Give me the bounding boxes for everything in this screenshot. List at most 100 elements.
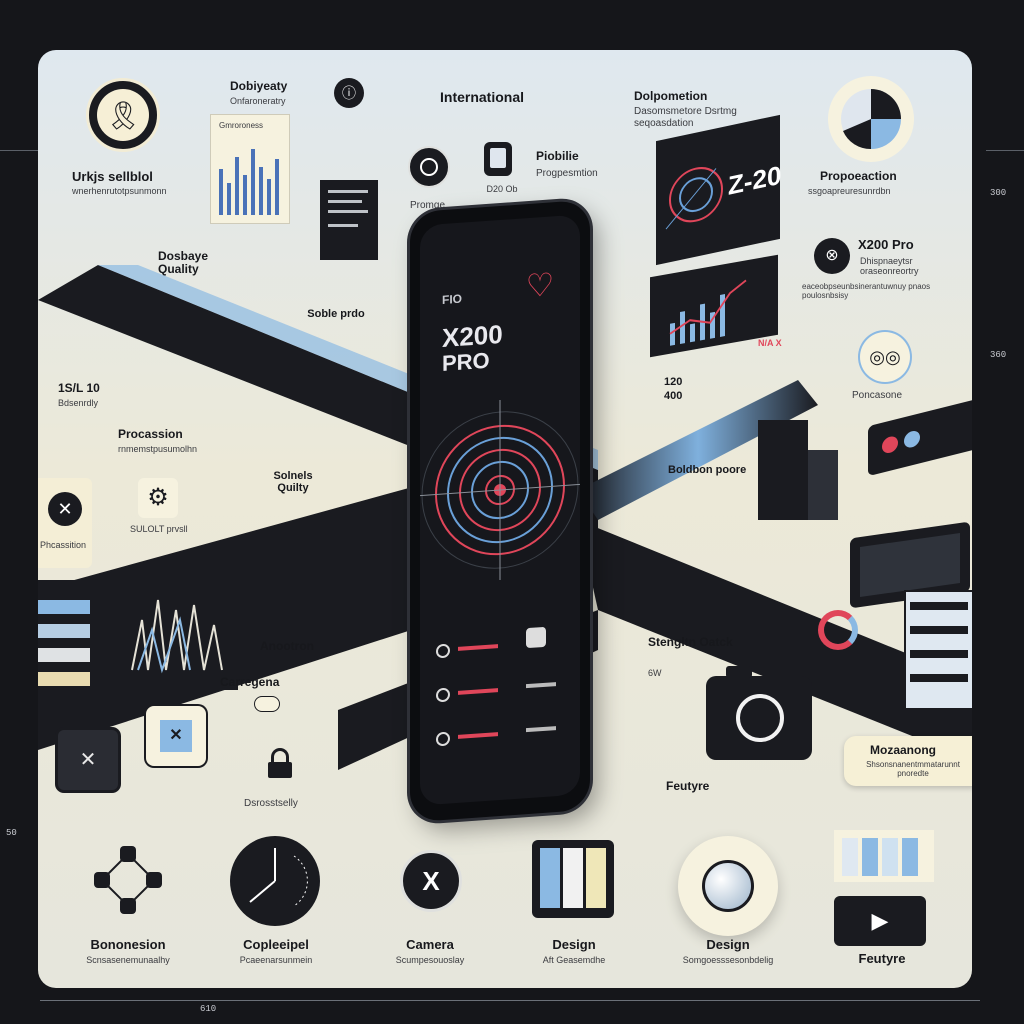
lock-label: Dsrosstselly (244, 798, 298, 809)
right-top-subtitle: Dasomsmetore Dsrtmg seqoasdation (634, 106, 737, 129)
app-tile-icon[interactable]: ✕ (146, 706, 206, 766)
promo-chart-screen (650, 254, 778, 358)
stang-title: Stengltn Oatck (648, 635, 733, 649)
side-label: 300 (990, 188, 1007, 198)
x-mark-icon: ✕ (48, 492, 82, 526)
ribbon-badge-icon: 🎗 (86, 78, 160, 152)
side-label: 50 (6, 828, 17, 838)
dark-info-card (320, 180, 378, 260)
bottom-card-subtitle: Aft Geasemdhe (542, 955, 606, 966)
gear-icon[interactable]: ⚙ (138, 478, 178, 518)
stacked-device (38, 580, 110, 720)
pie-chart-icon (828, 76, 914, 162)
x200-logo-icon[interactable]: ⊗ (814, 238, 850, 274)
camera-icon[interactable] (706, 666, 812, 760)
bold-title: Boldbon poore (668, 464, 747, 476)
phone-model: X200 (442, 318, 503, 354)
phone-icon-label: D20 Ob (486, 184, 518, 194)
x200-description: eaceobpseunbsinerantuwnuy pnaos poulosnb… (802, 282, 931, 301)
bottom-card-title: Design (552, 937, 596, 952)
badge-title: Mozaanong (870, 743, 936, 757)
phone-model: PRO (442, 347, 490, 377)
top-center-subtitle: Progpesmtion (536, 168, 598, 179)
bar-chart-card: Gmroroness (210, 114, 290, 224)
right-top-title: Dolpometion (634, 89, 708, 103)
spec-subtitle: Bdsenrdly (58, 398, 99, 408)
bottom-card: Feutyre (812, 951, 952, 966)
bottom-card-title: Feutyre (858, 951, 906, 966)
feature-tile[interactable]: ✕ Phcassition (38, 478, 92, 568)
heart-icon: ♡ (525, 266, 555, 305)
bottom-card-subtitle: Scnsasenemunaalhy (86, 955, 170, 966)
clock-icon[interactable] (230, 836, 320, 926)
bar-block (808, 450, 838, 520)
bar-block (758, 420, 808, 520)
bottom-card: Design Aft Geasemdhe (504, 937, 644, 966)
bottom-card-subtitle: Pcaeenarsunmein (239, 955, 313, 966)
top-left-subtitle: Onfaroneratry (230, 96, 286, 106)
phone-screen[interactable]: FIO X200 PRO ♡ (420, 214, 580, 806)
bottom-card-title: Design (706, 937, 750, 952)
progress-ring-icon (818, 610, 858, 650)
panel-header: International (440, 89, 525, 105)
chart-card-label: Gmroroness (219, 121, 264, 130)
bottom-card-subtitle: Scumpesouoslay (395, 955, 465, 966)
counter-a: 120 (664, 376, 683, 388)
radar-visual (420, 399, 580, 581)
phone-icon[interactable] (484, 142, 512, 176)
app-tile-icon[interactable]: ✕ (58, 730, 118, 790)
stang-subtitle: 6W (648, 668, 662, 678)
axis-label: 610 (200, 1004, 217, 1014)
icon-label: Promge (410, 200, 446, 211)
lens-icon[interactable] (678, 836, 778, 936)
annotation-title: Anootron (260, 639, 314, 653)
soble-title: Soble prdo (307, 308, 365, 320)
display-quality-title: Dosbaye Quality (158, 249, 209, 277)
bottom-card: Bononesion Scnsasenemunaalhy (58, 937, 198, 966)
promo-title: Procassion (118, 427, 183, 441)
bottom-card-subtitle: Somgoesssesonbdelig (682, 955, 774, 966)
waveform-panel (118, 580, 238, 690)
feature-title: Feutyre (666, 779, 710, 793)
prop-subtitle: ssgoapreuresunrdbn (808, 186, 891, 196)
play-icon[interactable]: ▶ (834, 896, 926, 946)
bottom-card: Copleeipel Pcaeenarsunmein (206, 937, 346, 966)
network-icon[interactable] (88, 840, 168, 920)
x200-title: X200 Pro (858, 237, 914, 252)
x-button-icon[interactable]: X (400, 850, 462, 912)
book-stack (834, 830, 934, 882)
swatches-icon[interactable] (532, 840, 614, 918)
info-badge[interactable]: Mozaanong Shsonsnanentmmatarunnt pnoredt… (844, 736, 972, 786)
mini-bar-chart (219, 149, 279, 215)
feature-tile-label: Phcassition (40, 540, 87, 550)
promo-screen: Z-20 (656, 114, 781, 266)
gear-label: SULOLT prvsll (130, 524, 188, 534)
top-center-title: Piobilie (536, 149, 579, 163)
frame-line (986, 150, 1024, 151)
target-icon[interactable] (408, 146, 450, 188)
glasses-icon[interactable]: ◎◎ (860, 332, 910, 382)
bottom-card-title: Camera (406, 937, 454, 952)
poncasone-label: Poncasone (852, 390, 903, 401)
phone-brand: FIO (442, 291, 462, 308)
top-left-title: Dobiyeaty (230, 79, 288, 93)
toggle-switch[interactable] (254, 696, 280, 712)
badge-subtitle: Shsonsnanentmmatarunnt pnoredte (866, 760, 960, 779)
hero-subtitle: wnerhenrutotpsunmonn (72, 186, 167, 196)
status-indicator: N/A X (758, 338, 782, 348)
infographic-panel: International 🎗 Urkjs sellblol wnerhenru… (38, 50, 972, 988)
phone-device: FIO X200 PRO ♡ (410, 199, 590, 823)
bottom-card-title: Copleeipel (243, 937, 309, 952)
sound-quality-title: Solnels Quilty (273, 470, 313, 495)
prop-title: Propoeaction (820, 169, 897, 183)
side-label: 360 (990, 350, 1007, 360)
promo-subtitle: rnmemstpusumolhn (118, 444, 198, 454)
phone-menu-list (436, 626, 566, 764)
camera-label-title: Carregena (220, 675, 280, 689)
bottom-card: Design Somgoesssesonbdelig (658, 937, 798, 966)
bottom-axis-line (40, 1000, 980, 1001)
counter-b: 400 (664, 390, 683, 402)
hero-title: Urkjs sellblol (72, 169, 153, 184)
bottom-card-title: Bononesion (90, 937, 166, 952)
info-icon[interactable]: ⓘ (334, 78, 364, 108)
